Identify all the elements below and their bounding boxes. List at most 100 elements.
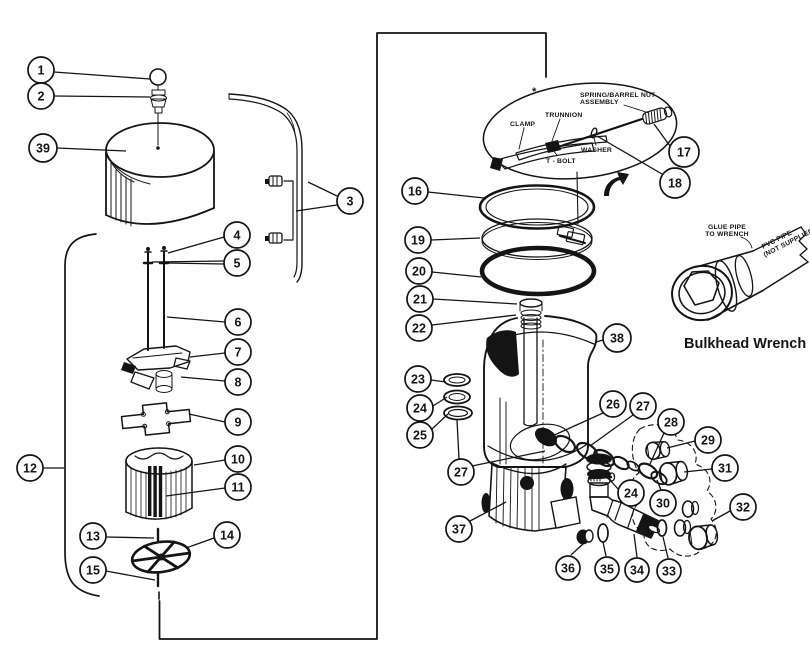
drain-o-ring-33 [656,519,668,537]
callout-leader-39 [56,147,127,152]
callout-24: 24 [617,479,645,507]
svg-text:29: 29 [701,433,715,447]
svg-text:24: 24 [413,401,427,415]
spider-wheel [130,540,192,574]
label-washer: WASHER [581,147,612,154]
hex-plug-small [645,441,671,461]
callout-leader-37 [469,501,507,522]
top-manifold [121,345,191,393]
callout-leader-19 [430,237,481,241]
svg-text:10: 10 [231,452,245,466]
callout-leader-20 [431,271,482,278]
drain-assembly [586,453,661,539]
svg-text:16: 16 [408,184,422,198]
svg-text:9: 9 [235,415,242,429]
svg-text:31: 31 [718,461,732,475]
hex-adapter-32 [688,524,719,551]
filter-base [481,461,581,532]
callout-5: 5 [223,249,251,277]
svg-text:14: 14 [220,528,234,542]
svg-text:37: 37 [452,522,466,536]
pressure-gauge [149,68,167,150]
callout-leader-4 [167,236,225,254]
filter-lid [105,122,215,227]
callout-31: 31 [711,454,739,482]
callout-leader-28 [649,432,665,465]
label-spring-barrel-nut: SPRING/BARREL NUT [580,92,656,99]
callout-3: 3 [336,187,364,215]
label-spring-assembly: ASSEMBLY [580,99,619,106]
label-t-bolt: T - BOLT [546,158,576,165]
callout-9: 9 [224,408,252,436]
callout-leader-16 [427,191,485,199]
callout-19: 19 [404,226,432,254]
svg-text:6: 6 [235,315,242,329]
svg-text:19: 19 [411,233,425,247]
svg-text:20: 20 [412,264,426,278]
callout-leader-23 [430,379,447,383]
callout-2: 2 [27,82,55,110]
callout-10: 10 [224,445,252,473]
svg-text:11: 11 [231,480,244,494]
air-relief-tube [228,93,303,283]
callout-leader-35 [602,541,607,557]
callout-15: 15 [79,556,107,584]
svg-text:7: 7 [235,345,242,359]
svg-text:15: 15 [86,563,100,577]
drain-plug-36 [576,529,594,545]
callout-21: 21 [406,285,434,313]
small-ring-stack [443,373,473,421]
callout-leader-8 [180,376,226,382]
callout-leader-17 [653,123,671,147]
svg-text:12: 12 [23,461,37,475]
callout-leader-24 [432,396,448,407]
callout-leader-27 [456,419,460,460]
svg-text:2: 2 [38,89,45,103]
callout-27: 27 [629,392,657,420]
svg-text:18: 18 [668,176,682,190]
callout-12: 12 [16,454,44,482]
callout-leader-22 [431,314,517,326]
callout-30: 30 [649,489,677,517]
wrench-caption: Bulkhead Wrench [684,336,806,352]
callout-1: 1 [27,56,55,84]
svg-text:22: 22 [412,321,426,335]
svg-text:38: 38 [610,331,624,345]
callout-16: 16 [401,177,429,205]
svg-text:36: 36 [561,561,575,575]
callout-leader-18 [596,135,663,175]
callout-leader-13 [105,536,155,539]
callout-leader-2 [53,95,151,98]
callout-leader-7 [189,352,226,358]
callout-14: 14 [213,521,241,549]
svg-text:13: 13 [86,529,100,543]
callout-37: 37 [445,515,473,543]
svg-text:39: 39 [36,141,50,155]
callout-leader-25 [430,413,449,431]
callout-28: 28 [657,408,685,436]
tank-body [483,298,598,469]
callout-leader-15 [105,570,156,581]
svg-text:30: 30 [656,496,670,510]
label-to-wrench: TO WRENCH [705,231,749,238]
lid-clamp-ring [478,184,596,230]
optional-fittings [673,500,700,537]
callout-leader-27 [471,450,546,467]
callout-33: 33 [656,558,682,584]
callout-leader-30 [656,479,662,491]
callout-13: 13 [79,522,107,550]
callout-leader-36 [570,542,585,556]
label-clamp: CLAMP [510,121,535,128]
callout-leader-3 [295,204,338,212]
callout-20: 20 [405,257,433,285]
callout-18: 18 [659,167,691,199]
svg-text:27: 27 [636,399,650,413]
svg-text:1: 1 [38,63,45,77]
callout-leader-29 [666,440,696,449]
callout-22: 22 [405,314,433,342]
svg-text:8: 8 [235,375,242,389]
asterisk-mark: * [532,86,537,98]
callout-leader-34 [633,533,638,558]
